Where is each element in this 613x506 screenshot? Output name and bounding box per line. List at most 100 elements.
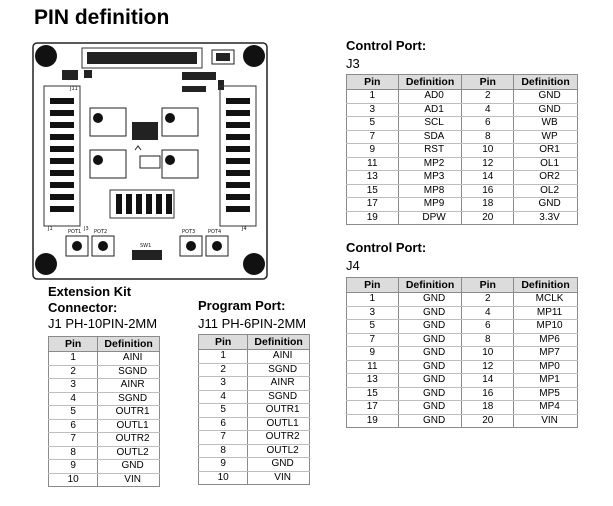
pin-number-cell: 6 <box>461 116 515 131</box>
pin-number-cell: 20 <box>461 210 515 225</box>
pin-definition-cell: SDA <box>397 129 463 144</box>
pin-number-cell: 8 <box>197 443 249 458</box>
pin-number-cell: 10 <box>461 143 515 158</box>
pin-definition-cell: OL2 <box>513 183 578 198</box>
pin-definition-cell: GND <box>97 459 160 474</box>
pin-number-cell: 1 <box>346 89 399 104</box>
pin-number-cell: 5 <box>197 403 249 418</box>
pin-definition-cell: GND <box>513 102 578 117</box>
pin-number-cell: 7 <box>346 129 399 144</box>
col-header: Definition <box>513 74 578 90</box>
pin-definition-cell: RST <box>397 143 463 158</box>
page-title: PIN definition <box>34 6 170 29</box>
pin-number-cell: 5 <box>346 319 399 334</box>
pin-number-cell: 18 <box>461 197 515 212</box>
pin-number-cell: 11 <box>346 156 399 171</box>
j1-heading-line1: Extension Kit <box>48 284 132 299</box>
pin-number-cell: 2 <box>47 364 99 379</box>
pin-definition-cell: OR2 <box>513 170 578 185</box>
pin-number-cell: 8 <box>461 129 515 144</box>
mount-hole-br <box>243 253 265 275</box>
pin-number-cell: 3 <box>47 378 99 393</box>
pin-number-cell: 13 <box>346 170 399 185</box>
pin-definition-cell: MP2 <box>397 156 463 171</box>
silk-pot1: POT1 <box>68 229 81 235</box>
silk-pot2: POT2 <box>94 229 107 235</box>
pin-definition-cell: SGND <box>247 362 310 377</box>
pin-number-cell: 7 <box>47 432 99 447</box>
pin-number-cell: 1 <box>346 292 399 307</box>
pin-number-cell: 8 <box>461 332 515 347</box>
pin-number-cell: 7 <box>346 332 399 347</box>
pin-definition-cell: SGND <box>97 364 160 379</box>
pin-definition-cell: AINR <box>97 378 160 393</box>
pin-number-cell: 18 <box>461 400 515 415</box>
pin-number-cell: 10 <box>461 346 515 361</box>
pin-definition-cell: GND <box>513 89 578 104</box>
pin-number-cell: 11 <box>346 359 399 374</box>
col-header: Pin <box>197 334 249 350</box>
pin-number-cell: 6 <box>47 418 99 433</box>
j4-subheading: J4 <box>346 258 360 273</box>
pin-number-cell: 19 <box>346 210 399 225</box>
col-header: Pin <box>461 277 515 293</box>
pin-definition-cell: OUTL1 <box>97 418 160 433</box>
pin-definition-cell: GND <box>397 332 463 347</box>
j4-heading: Control Port: <box>346 240 427 255</box>
pin-definition-cell: MP1 <box>513 373 578 388</box>
pin-definition-cell: OUTR2 <box>247 430 310 445</box>
col-header: Pin <box>346 74 399 90</box>
pin-number-cell: 9 <box>346 143 399 158</box>
pin-definition-cell: MP5 <box>513 386 578 401</box>
pcb-board-diagram: J11 J1 J3 J4 POT1 POT2 POT3 POT4 SW1 <box>32 42 268 280</box>
pin-number-cell: 16 <box>461 386 515 401</box>
pin-number-cell: 2 <box>197 362 249 377</box>
pin-number-cell: 3 <box>197 376 249 391</box>
j1-subheading: J1 PH-10PIN-2MM <box>48 316 158 331</box>
col-header: Definition <box>97 336 160 352</box>
silk-pot3: POT3 <box>182 229 195 235</box>
pin-definition-cell: VIN <box>97 472 160 487</box>
pin-definition-cell: SCL <box>397 116 463 131</box>
j11-heading: Program Port: <box>198 298 286 313</box>
pin-number-cell: 6 <box>461 319 515 334</box>
pin-number-cell: 3 <box>346 102 399 117</box>
col-header: Definition <box>397 277 463 293</box>
pin-definition-cell: OUTR1 <box>97 405 160 420</box>
j11-subheading: J11 PH-6PIN-2MM <box>198 316 307 331</box>
silk-pot4: POT4 <box>208 229 221 235</box>
pin-definition-cell: SGND <box>97 391 160 406</box>
pin-number-cell: 20 <box>461 413 515 428</box>
pin-number-cell: 17 <box>346 197 399 212</box>
pin-number-cell: 5 <box>47 405 99 420</box>
pin-number-cell: 9 <box>346 346 399 361</box>
col-header: Definition <box>397 74 463 90</box>
pin-number-cell: 14 <box>461 170 515 185</box>
pin-definition-cell: MP7 <box>513 346 578 361</box>
pin-definition-cell: VIN <box>513 413 578 428</box>
pin-definition-cell: MP4 <box>513 400 578 415</box>
pin-definition-cell: GND <box>397 373 463 388</box>
pin-number-cell: 17 <box>346 400 399 415</box>
pin-number-cell: 9 <box>47 459 99 474</box>
pin-definition-cell: OUTL1 <box>247 416 310 431</box>
